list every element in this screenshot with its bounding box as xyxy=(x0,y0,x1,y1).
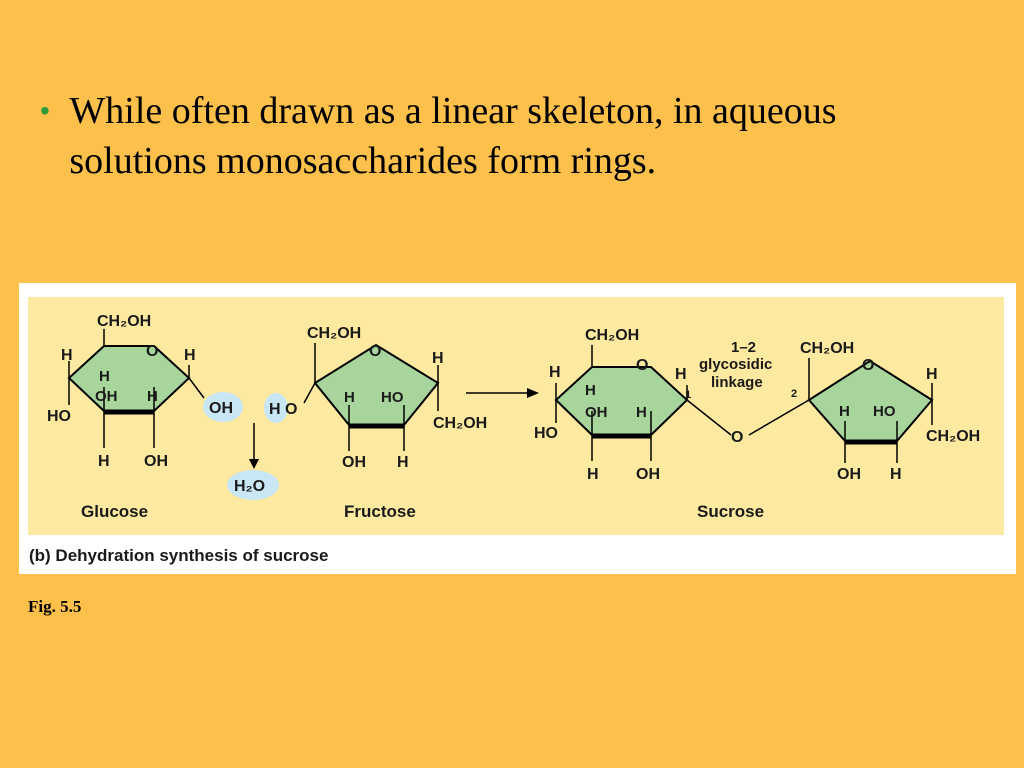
fructose-o: O xyxy=(369,343,381,360)
linkage-label-3: linkage xyxy=(711,374,763,391)
sucrose-ch2oh-left: CH₂OH xyxy=(585,327,639,344)
sucrose-carbon-2: 2 xyxy=(791,388,797,400)
sucrose-ch2oh-right: CH₂OH xyxy=(926,428,980,445)
fructose-name: Fructose xyxy=(344,502,416,521)
glucose-h-inner: H xyxy=(99,368,110,385)
linkage-label-2: glycosidic xyxy=(699,356,772,373)
sucrose-ho-inner-r: HO xyxy=(873,403,896,420)
sucrose-o-right: O xyxy=(862,357,874,374)
sucrose-h-left: H xyxy=(549,364,561,381)
bullet-point: • While often drawn as a linear skeleton… xyxy=(40,86,980,186)
figure-caption: (b) Dehydration synthesis of sucrose xyxy=(29,546,328,565)
fructose-h-highlight-label: H xyxy=(269,401,281,418)
sucrose-oh-bottom-r: OH xyxy=(837,466,861,483)
glucose-h-left: H xyxy=(61,347,73,364)
sucrose-name: Sucrose xyxy=(697,502,764,521)
fructose-h-bottom: H xyxy=(397,454,409,471)
fig-label: Fig. 5.5 xyxy=(28,597,82,616)
glucose-o: O xyxy=(146,343,158,360)
sucrose-h-inner2: H xyxy=(636,404,647,421)
sucrose-oh-bottom: OH xyxy=(636,466,660,483)
bullet-icon: • xyxy=(40,95,50,126)
glucose-oh-highlight-label: OH xyxy=(209,400,233,417)
glucose-oh-bottom: OH xyxy=(144,453,168,470)
glucose-oh-highlight xyxy=(203,392,243,422)
sucrose-oh-inner: OH xyxy=(585,404,608,421)
sucrose-o-left: O xyxy=(636,357,648,374)
fructose-ring xyxy=(313,343,440,426)
glucose-oh-inner: OH xyxy=(95,388,118,405)
diagram-svg: CH₂OH O H H H OH H HO H OH OH Glucose xyxy=(28,297,1004,565)
linkage-label-1: 1–2 xyxy=(731,339,756,356)
sucrose-carbon-1: 1 xyxy=(685,389,691,401)
sucrose-molecule: CH₂OH O H H H OH H HO H OH 1 1–2 glycosi… xyxy=(534,327,980,521)
fructose-h-inner: H xyxy=(344,389,355,406)
sucrose-h-bottom: H xyxy=(587,466,599,483)
sucrose-synthesis-figure: CH₂OH O H H H OH H HO H OH OH Glucose xyxy=(19,283,1016,574)
glucose-name: Glucose xyxy=(81,502,148,521)
fructose-ch2oh-right: CH₂OH xyxy=(433,415,487,432)
fructose-ho-inner: HO xyxy=(381,389,404,406)
sucrose-o-bridge: O xyxy=(731,429,743,446)
sucrose-h-bottom-r: H xyxy=(890,466,902,483)
fructose-oh-bottom: OH xyxy=(342,454,366,471)
fructose-o-left: O xyxy=(285,401,297,418)
fructose-molecule: CH₂OH O H O H H HO CH₂OH OH H Fructose xyxy=(264,325,487,521)
glucose-h-bottom: H xyxy=(98,453,110,470)
glucose-ho: HO xyxy=(47,408,71,425)
fructose-ch2oh-top: CH₂OH xyxy=(307,325,361,342)
glucose-h-right: H xyxy=(184,347,196,364)
sucrose-fructose-ring xyxy=(807,359,934,442)
sucrose-ho-left: HO xyxy=(534,425,558,442)
sucrose-h-inner: H xyxy=(585,382,596,399)
sucrose-h-right: H xyxy=(675,366,687,383)
water-label: H₂O xyxy=(234,478,265,495)
sucrose-h-far-right: H xyxy=(926,366,938,383)
fructose-h-right: H xyxy=(432,350,444,367)
bullet-text: While often drawn as a linear skeleton, … xyxy=(69,90,837,182)
sucrose-h-inner-r: H xyxy=(839,403,850,420)
water-arrow-head xyxy=(249,459,259,469)
water-highlight xyxy=(227,470,279,500)
glucose-ch2oh: CH₂OH xyxy=(97,313,151,330)
glucose-h-inner2: H xyxy=(147,388,158,405)
sucrose-ch2oh-top: CH₂OH xyxy=(800,340,854,357)
fructose-h-highlight xyxy=(264,393,288,423)
reaction-arrow-head xyxy=(527,388,539,398)
glucose-molecule: CH₂OH O H H H OH H HO H OH OH Glucose xyxy=(47,313,243,521)
